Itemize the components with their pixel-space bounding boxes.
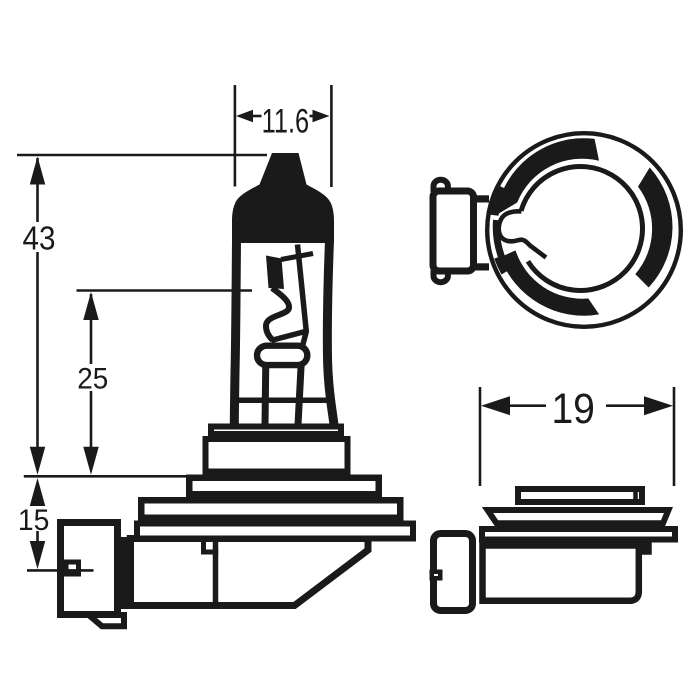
svg-text:11.6: 11.6 <box>262 102 310 140</box>
svg-text:25: 25 <box>77 363 108 396</box>
svg-text:15: 15 <box>18 504 50 537</box>
svg-text:43: 43 <box>23 220 56 257</box>
svg-text:19: 19 <box>551 385 595 433</box>
